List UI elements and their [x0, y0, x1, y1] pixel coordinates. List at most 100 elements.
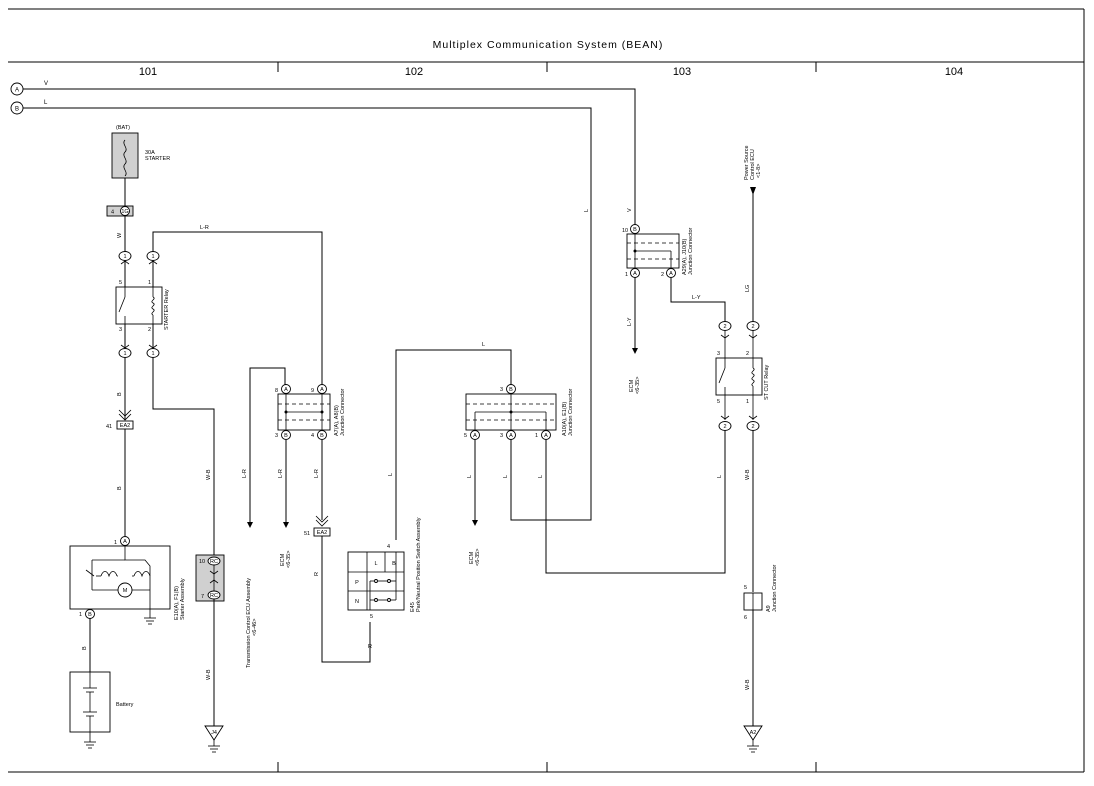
wire-lr-top: [152, 231, 323, 388]
wire-label-v: V: [44, 81, 48, 87]
svg-text:4: 4: [111, 210, 114, 216]
svg-text:5: 5: [119, 280, 122, 286]
svg-text:ST CUT Relay: ST CUT Relay: [764, 364, 770, 400]
wire-label-lr1: L-R: [242, 469, 248, 478]
wire-label-wb3: W-B: [745, 469, 751, 480]
svg-text:1: 1: [151, 351, 154, 357]
wire-label-wb4: W-B: [745, 679, 751, 690]
arrow-icon: [283, 522, 289, 528]
svg-text:<1-8>: <1-8>: [756, 164, 762, 178]
wire-label-wb2: W-B: [206, 669, 212, 680]
svg-text:2: 2: [723, 424, 726, 430]
svg-text:ECM: ECM: [469, 551, 475, 564]
svg-text:1: 1: [123, 351, 126, 357]
svg-text:B: B: [284, 433, 288, 439]
svg-text:L: L: [374, 561, 377, 567]
wire-lr-tcm: [249, 367, 286, 522]
ecm-label-2: ECM <6-35>: [469, 549, 481, 566]
svg-text:2: 2: [148, 327, 151, 333]
svg-text:7: 7: [201, 594, 204, 600]
svg-text:10: 10: [199, 559, 205, 565]
wire-label-l4: L: [467, 475, 473, 478]
wire-label-b3: B: [82, 646, 88, 650]
svg-text:3: 3: [500, 433, 503, 439]
battery: Battery: [69, 671, 134, 749]
junction-a9: 5 6 A9 Junction Connector: [743, 564, 778, 621]
junction-a10: 3 B 5 A 3 A 1 A A10(A), E1(B) Junction C…: [464, 384, 574, 440]
svg-text:<6-46>: <6-46>: [252, 619, 258, 636]
svg-text:3: 3: [500, 387, 503, 393]
svg-text:A: A: [15, 88, 19, 94]
connector-ea2-41: 41 EA2: [106, 409, 134, 430]
connector-ea2-51: 51 EA2: [304, 515, 331, 537]
svg-text:1: 1: [79, 612, 82, 618]
wire-label-lr3: L-R: [314, 469, 320, 478]
svg-text:1: 1: [625, 272, 628, 278]
wire-l-switch: [395, 349, 512, 540]
diagram-title: Multiplex Communication System (BEAN): [433, 39, 664, 51]
svg-text:Power Source: Power Source: [744, 145, 750, 180]
svg-text:5: 5: [370, 614, 373, 620]
svg-text:J4: J4: [211, 730, 217, 736]
svg-text:3: 3: [275, 433, 278, 439]
wire-label-l2: L: [482, 342, 485, 348]
junction-a29: 10 B 1 A 2 A A29(A), J10(B) Junction Con…: [622, 224, 694, 278]
wire-wb-rc: [152, 358, 215, 557]
svg-text:B: B: [509, 387, 513, 393]
section-103: 103: [673, 66, 691, 78]
svg-text:EA2: EA2: [317, 530, 327, 536]
svg-text:2: 2: [746, 351, 749, 357]
svg-text:RC: RC: [210, 593, 218, 599]
connector-rc: 10 RC 7 RC: [195, 554, 225, 602]
svg-text:<6-35>: <6-35>: [475, 549, 481, 566]
svg-text:E45: E45: [410, 602, 416, 612]
tcm-label: Transmission Control ECU Assembly <6-46>: [246, 578, 258, 668]
svg-text:A7(A), A8(B): A7(A), A8(B): [334, 405, 340, 436]
svg-text:<6-35>: <6-35>: [286, 551, 292, 568]
svg-text:STARTER Relay: STARTER Relay: [164, 289, 170, 330]
svg-text:1: 1: [535, 433, 538, 439]
relay-connector-bottom: 1 1: [118, 344, 160, 358]
frame: [8, 8, 1085, 773]
svg-text:1: 1: [123, 254, 126, 260]
svg-text:A2: A2: [750, 730, 757, 736]
wire-label-lr: L-R: [200, 225, 209, 231]
svg-text:M: M: [123, 588, 128, 594]
svg-text:B: B: [88, 612, 92, 618]
svg-text:2: 2: [661, 272, 664, 278]
svg-text:5: 5: [464, 433, 467, 439]
bus-point-a: A: [10, 82, 24, 96]
svg-text:30A: 30A: [145, 150, 155, 156]
arrow-icon: [632, 348, 638, 354]
svg-text:Control ECU: Control ECU: [750, 149, 756, 180]
wire-label-l1: L: [584, 209, 590, 212]
wire-label-l7: L: [717, 475, 723, 478]
svg-text:8: 8: [275, 388, 278, 394]
svg-text:A: A: [284, 387, 288, 393]
section-104: 104: [945, 66, 963, 78]
junction-a7: 8 A 9 A 3 B 4 B A7(A), A8(B) Junction Co…: [275, 384, 346, 440]
svg-text:A: A: [509, 433, 513, 439]
svg-text:Park/Neutral Position Switch A: Park/Neutral Position Switch Assembly: [416, 517, 422, 612]
svg-text:51: 51: [304, 531, 310, 537]
svg-text:(BAT): (BAT): [116, 125, 130, 131]
svg-text:A: A: [320, 387, 324, 393]
svg-text:5: 5: [744, 585, 747, 591]
svg-text:EA2: EA2: [120, 423, 130, 429]
svg-text:RC: RC: [210, 559, 218, 565]
wire-label-b2: B: [117, 486, 123, 490]
svg-text:Transmission Control ECU Assem: Transmission Control ECU Assembly: [246, 578, 252, 668]
svg-text:ECM: ECM: [280, 553, 286, 566]
svg-text:ECM: ECM: [629, 379, 635, 392]
starter-relay: 5 1 3 2 STARTER Relay: [115, 280, 170, 333]
svg-text:A: A: [544, 433, 548, 439]
svg-text:6: 6: [744, 615, 747, 621]
svg-text:B: B: [633, 227, 637, 233]
svg-text:A9: A9: [766, 605, 772, 612]
ecm-label-1: ECM <6-35>: [280, 551, 292, 568]
wire-label-wb1: W-B: [206, 469, 212, 480]
svg-text:N: N: [355, 599, 359, 605]
wire-label-w: W: [117, 232, 123, 238]
wire-label-l: L: [44, 100, 48, 106]
section-102: 102: [405, 66, 423, 78]
